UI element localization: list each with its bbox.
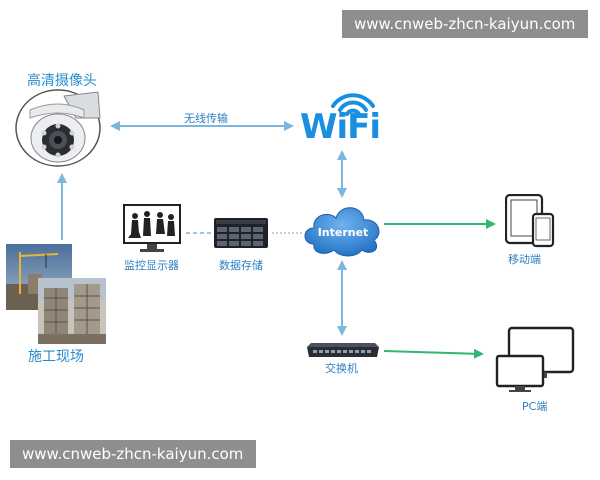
mobile-label: 移动端 xyxy=(508,253,541,266)
pc-monitors-icon xyxy=(495,326,575,392)
pc-label: PC端 xyxy=(522,400,548,413)
dome-camera-icon xyxy=(15,89,101,167)
internet-cloud-icon: Internet xyxy=(304,207,380,257)
network-switch-icon xyxy=(307,343,379,357)
monitor-display-icon xyxy=(123,204,181,252)
switch-label: 交换机 xyxy=(325,362,358,375)
internet-text: Internet xyxy=(318,226,369,239)
site-photo-building xyxy=(38,278,106,344)
watermark-top: www.cnweb-zhcn-kaiyun.com xyxy=(342,10,588,38)
site-label: 施工现场 xyxy=(28,349,84,365)
wifi-signal-icon xyxy=(331,93,375,116)
wireless-label: 无线传输 xyxy=(184,112,228,125)
storage-label: 数据存储 xyxy=(219,259,263,272)
monitor-label: 监控显示器 xyxy=(124,259,179,272)
mobile-devices-icon xyxy=(505,194,555,248)
watermark-bottom: www.cnweb-zhcn-kaiyun.com xyxy=(10,440,256,468)
camera-label: 高清摄像头 xyxy=(27,73,97,89)
storage-server-icon xyxy=(214,218,268,248)
wifi-logo-text: WiFi xyxy=(300,107,381,147)
